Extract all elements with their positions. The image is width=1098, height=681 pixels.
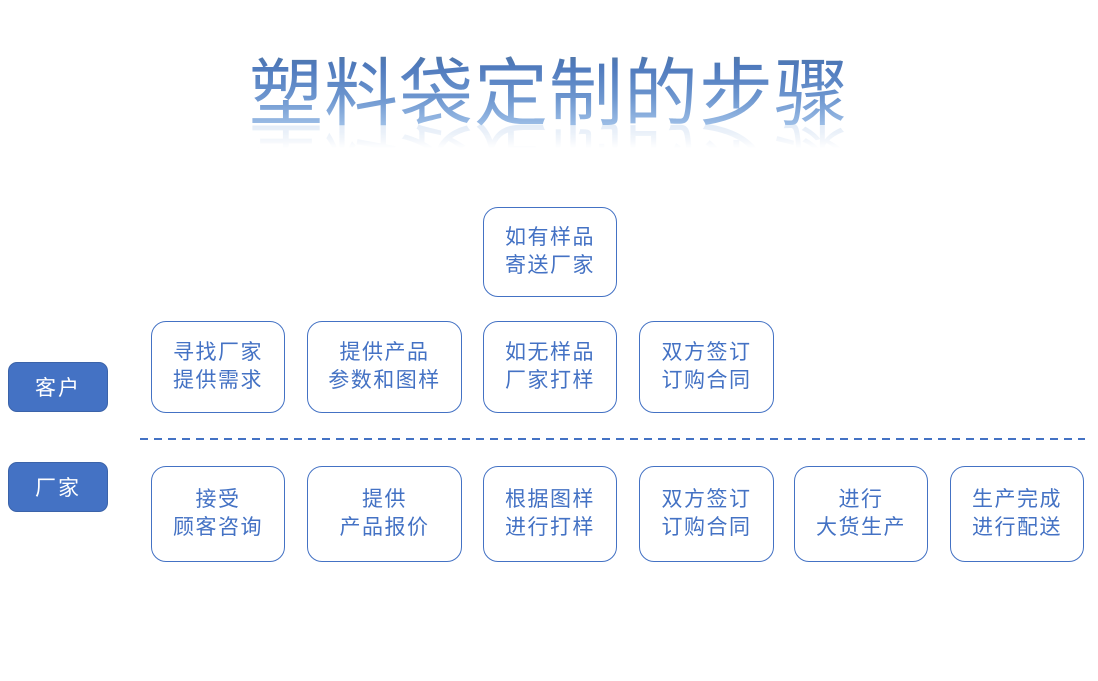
step-line: 提供产品 [339, 341, 430, 364]
customer-step-find-factory: 寻找厂家 提供需求 [151, 321, 285, 413]
step-line: 产品报价 [339, 516, 430, 539]
page-title: 塑料袋定制的步骤 [9, 50, 1089, 137]
factory-step-bulk-production: 进行 大货生产 [794, 466, 928, 562]
step-line: 生产完成 [972, 488, 1062, 511]
factory-step-accept-inquiry: 接受 顾客咨询 [151, 466, 285, 562]
customer-step-provide-specs: 提供产品 参数和图样 [307, 321, 462, 413]
step-line: 订购合同 [661, 369, 752, 392]
factory-step-quote: 提供 产品报价 [307, 466, 462, 562]
step-line: 根据图样 [505, 488, 595, 511]
factory-step-delivery: 生产完成 进行配送 [950, 466, 1084, 562]
step-line: 进行配送 [972, 516, 1062, 539]
customer-step-no-sample: 如无样品 厂家打样 [483, 321, 617, 413]
page-title-reflection: 塑料袋定制的步骤 [9, 111, 1089, 198]
title-block: 塑料袋定制的步骤 塑料袋定制的步骤 [9, 50, 1089, 199]
step-line: 如有样品 [505, 226, 595, 249]
step-line: 厂家打样 [505, 369, 595, 392]
lane-label-customer: 客户 [8, 362, 108, 412]
step-line: 参数和图样 [328, 369, 441, 392]
customer-step-send-sample: 如有样品 寄送厂家 [483, 207, 617, 297]
step-line: 顾客咨询 [173, 516, 263, 539]
lane-divider [140, 438, 1085, 440]
step-line: 订购合同 [661, 516, 752, 539]
step-line: 寻找厂家 [173, 341, 263, 364]
step-line: 双方签订 [661, 488, 752, 511]
step-line: 提供 [362, 488, 407, 511]
step-line: 提供需求 [173, 369, 263, 392]
lane-label-factory: 厂家 [8, 462, 108, 512]
step-line: 进行 [838, 488, 884, 511]
step-line: 进行打样 [505, 516, 595, 539]
step-line: 寄送厂家 [505, 254, 595, 277]
factory-step-sign-contract: 双方签订 订购合同 [639, 466, 774, 562]
step-line: 如无样品 [505, 341, 595, 364]
step-line: 大货生产 [816, 516, 906, 539]
factory-step-make-sample: 根据图样 进行打样 [483, 466, 617, 562]
step-line: 接受 [195, 488, 241, 511]
step-line: 双方签订 [661, 341, 752, 364]
customer-step-sign-contract: 双方签订 订购合同 [639, 321, 774, 413]
